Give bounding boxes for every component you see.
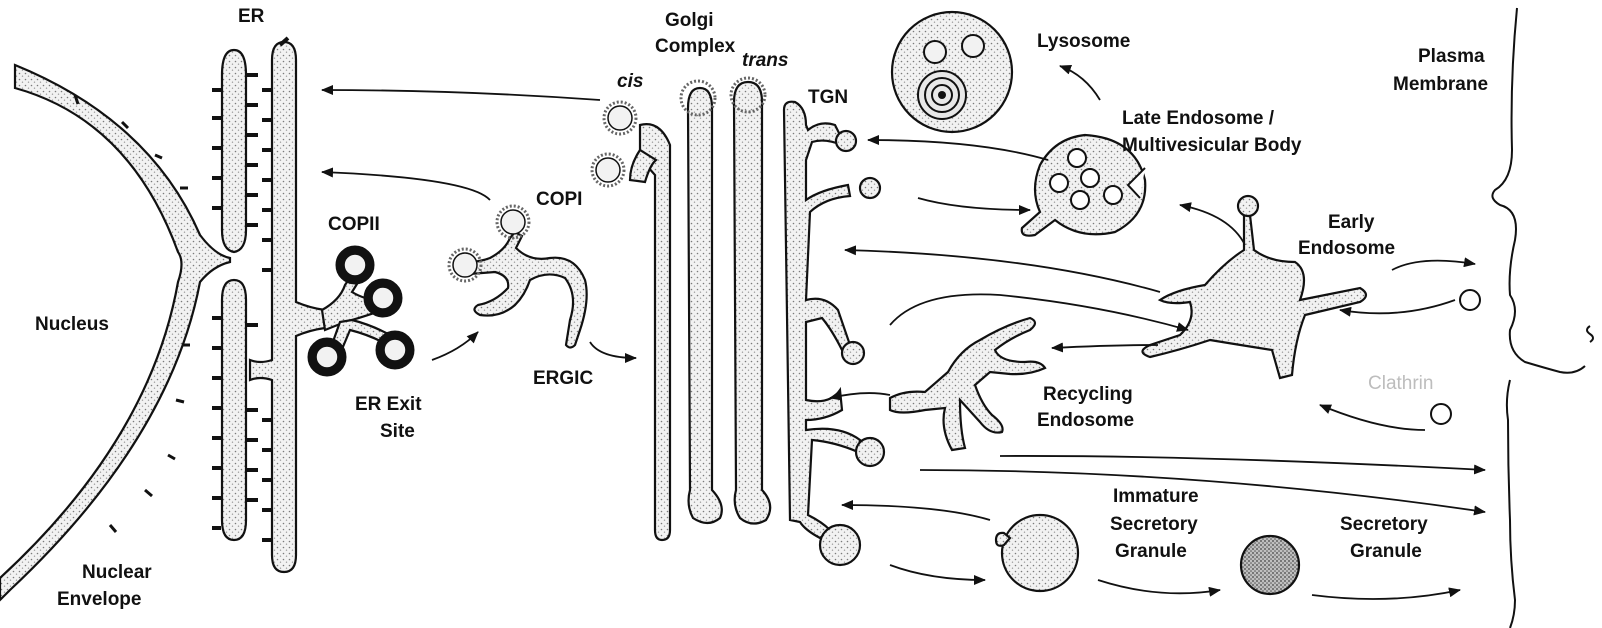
label-copii: COPII xyxy=(328,214,380,235)
recycling-endosome xyxy=(890,318,1045,450)
label-clathrin: Clathrin xyxy=(1368,373,1433,394)
label-late-endosome: Late Endosome / xyxy=(1122,108,1275,129)
lysosome xyxy=(892,12,1012,132)
label-immature-granule: Granule xyxy=(1115,541,1187,562)
label-tgn: TGN xyxy=(808,87,848,108)
label-lysosome: Lysosome xyxy=(1037,31,1130,52)
label-er: ER xyxy=(238,6,265,27)
golgi-complex xyxy=(592,78,884,565)
label-early: Early xyxy=(1328,212,1375,233)
label-ergic: ERGIC xyxy=(533,368,593,389)
label-mvb: Multivesicular Body xyxy=(1122,135,1302,156)
label-secretory-granule: Granule xyxy=(1350,541,1422,562)
label-trans: trans xyxy=(742,50,788,71)
label-plasma-membrane: Membrane xyxy=(1393,74,1488,95)
label-early-endosome: Endosome xyxy=(1298,238,1395,259)
label-immature: Immature xyxy=(1113,486,1199,507)
label-immature-secretory: Secretory xyxy=(1110,514,1198,535)
label-golgi-complex: Complex xyxy=(655,36,736,57)
label-nuclear: Nuclear xyxy=(82,562,152,583)
label-er-exit-site: Site xyxy=(380,421,415,442)
er-cisternae xyxy=(212,38,325,572)
label-recycling-endosome: Endosome xyxy=(1037,410,1134,431)
er-exit-site xyxy=(312,250,410,372)
label-cis: cis xyxy=(617,71,643,92)
label-nuclear-envelope: Envelope xyxy=(57,589,141,610)
plasma-membrane xyxy=(1431,8,1593,628)
label-nucleus: Nucleus xyxy=(35,314,109,335)
secretory-granule xyxy=(1241,536,1299,594)
transport-arrows xyxy=(322,66,1485,599)
label-secretory: Secretory xyxy=(1340,514,1428,535)
label-er-exit: ER Exit xyxy=(355,394,422,415)
label-plasma: Plasma xyxy=(1418,46,1485,67)
immature-secretory-granule xyxy=(996,515,1078,591)
label-copi: COPI xyxy=(536,189,582,210)
label-recycling: Recycling xyxy=(1043,384,1133,405)
label-golgi: Golgi xyxy=(665,10,714,31)
ergic xyxy=(449,206,587,348)
